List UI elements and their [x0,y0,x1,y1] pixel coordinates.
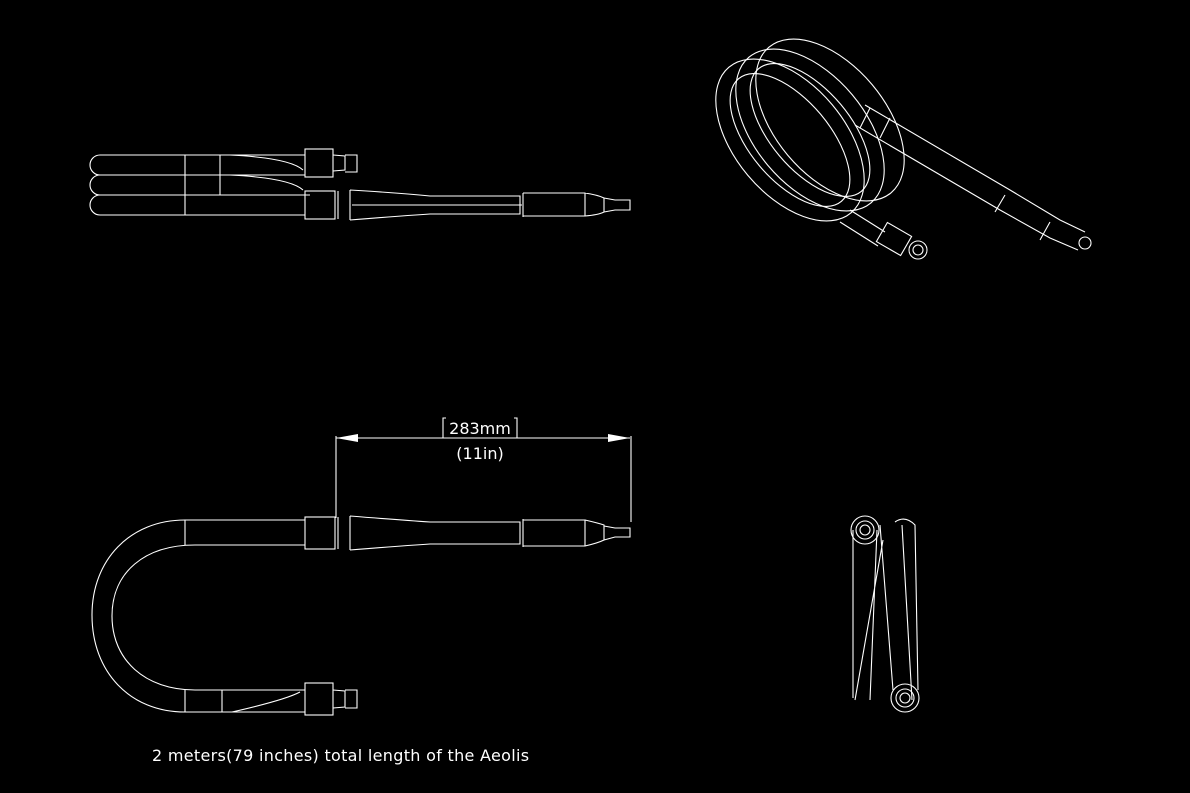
end-view [850,515,920,713]
caption: 2 meters(79 inches) total length of the … [152,746,530,765]
hose-connector [304,148,334,178]
dimension-imperial: (11in) [456,444,503,463]
dimension-annotation: 283mm (11in) [335,417,632,522]
front-view [91,515,631,716]
isometric-view [715,38,1092,260]
side-view [89,148,631,221]
dimension-metric: 283mm [449,419,511,438]
handle-sleeve [304,190,336,220]
